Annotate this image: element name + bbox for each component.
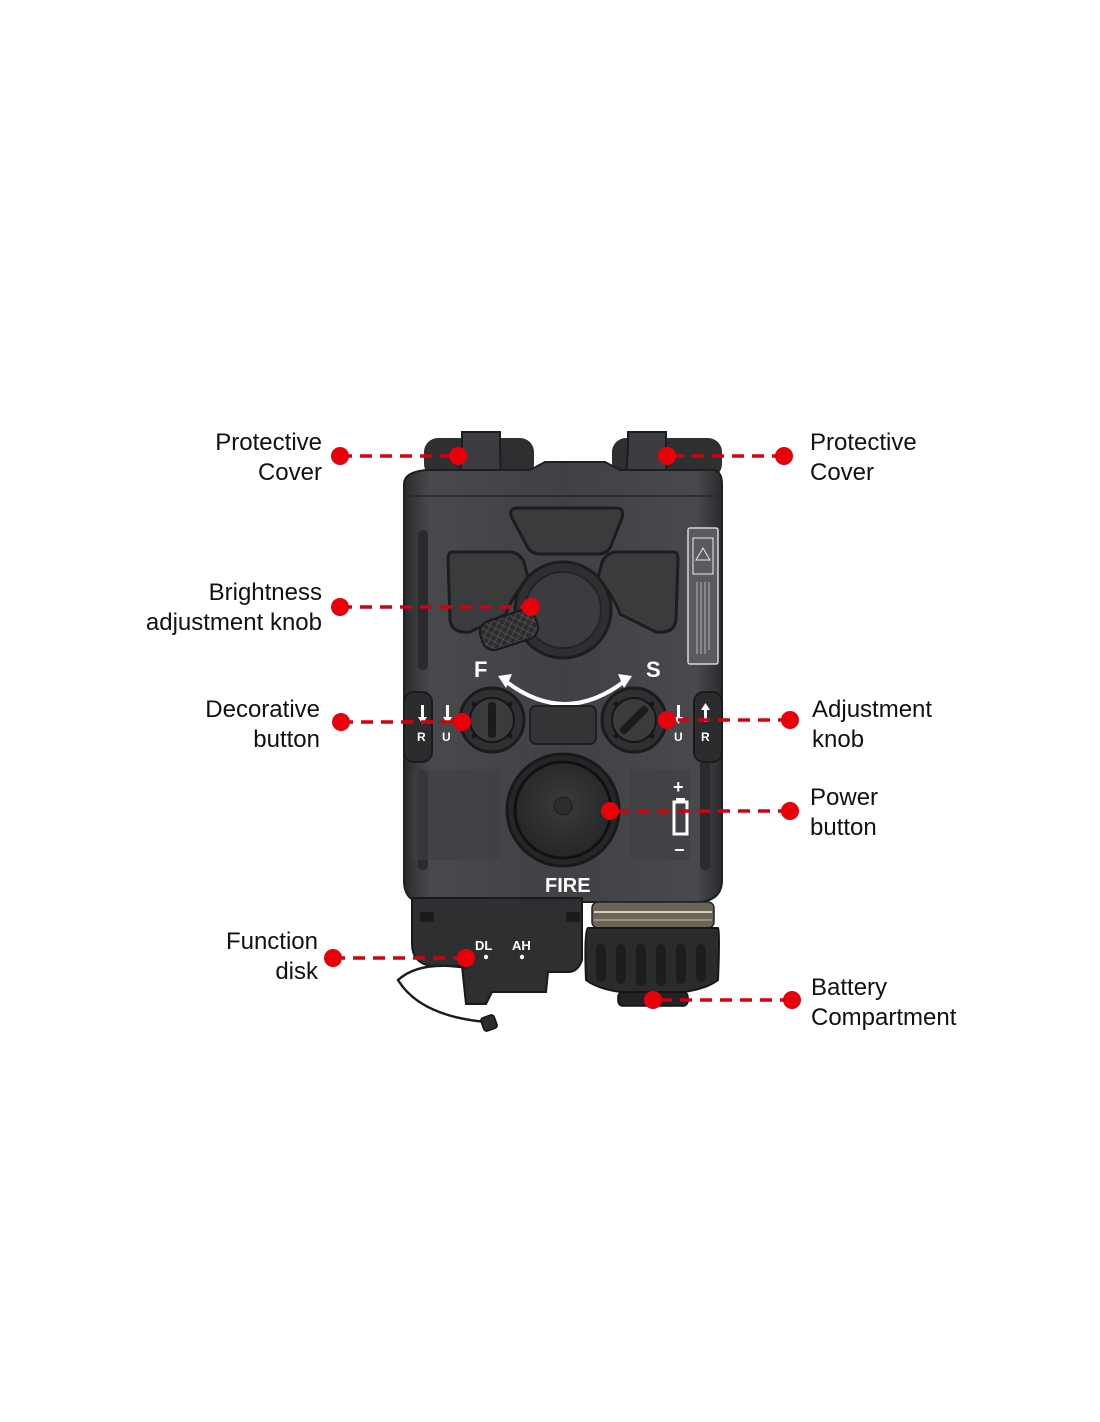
label-dot-protective-cover-right — [775, 447, 793, 465]
label-dot-battery-compartment — [783, 991, 801, 1009]
callout-line: Brightness — [208, 579, 322, 606]
left-u-marking: U — [442, 730, 451, 744]
fast-marking: F — [474, 657, 487, 682]
target-dot-protective-cover-right — [658, 447, 676, 465]
callout-label-protective-cover-left: Protective Cover — [215, 428, 322, 488]
callout-line: Adjustment — [812, 696, 933, 723]
battery-minus-marking: − — [674, 840, 685, 860]
adjustment-knob-part — [600, 686, 668, 754]
callout-label-decorative-button: Decorative button — [205, 695, 320, 755]
target-dot-battery-compartment — [644, 991, 662, 1009]
callout-line: button — [253, 726, 320, 753]
function-disk-part: DL AH — [396, 897, 583, 1032]
target-dot-decorative-button — [453, 713, 471, 731]
callout-line: Function — [225, 928, 318, 955]
target-dot-brightness-adjustment-knob — [522, 598, 540, 616]
callout-line: Battery — [811, 974, 888, 1001]
label-dot-protective-cover-left — [331, 447, 349, 465]
slow-marking: S — [646, 657, 661, 682]
callout-label-power-button: Power button — [810, 783, 878, 843]
callout-label-function-disk: Function disk — [226, 927, 318, 987]
callout-line: Cover — [810, 459, 875, 486]
decorative-button-part — [458, 686, 526, 754]
callout-line: Protective — [215, 429, 322, 456]
callout-line: Protective — [810, 429, 917, 456]
callout-line: button — [810, 814, 877, 841]
label-dot-decorative-button — [332, 713, 350, 731]
callout-leaders — [324, 447, 801, 1009]
callout-line: Compartment — [811, 1004, 957, 1031]
battery-plus-marking: + — [673, 777, 684, 797]
target-dot-power-button — [601, 802, 619, 820]
callout-line: Power — [810, 784, 879, 811]
label-dot-adjustment-knob — [781, 711, 799, 729]
ah-marking: AH — [512, 938, 531, 953]
callout-label-adjustment-knob: Adjustment knob — [812, 695, 932, 755]
label-dot-brightness-adjustment-knob — [331, 598, 349, 616]
right-r-marking: R — [701, 730, 710, 744]
target-dot-protective-cover-left — [449, 447, 467, 465]
warning-label-plate — [687, 527, 719, 665]
right-u-marking: U — [674, 730, 683, 744]
dl-marking: DL — [475, 938, 492, 953]
callout-line: knob — [812, 726, 865, 753]
callout-label-protective-cover-right: Protective Cover — [810, 428, 917, 488]
callout-line: Cover — [257, 459, 322, 486]
callout-label-battery-compartment: Battery Compartment — [811, 973, 956, 1033]
target-dot-adjustment-knob — [658, 711, 676, 729]
label-dot-function-disk — [324, 949, 342, 967]
callout-line: adjustment knob — [145, 609, 322, 636]
power-button-part — [505, 752, 621, 868]
left-r-marking: R — [417, 730, 426, 744]
callout-line: Decorative — [205, 696, 320, 723]
battery-level-marking: + − — [672, 777, 689, 860]
battery-compartment-part — [584, 901, 720, 1007]
label-dot-power-button — [781, 802, 799, 820]
callout-label-brightness-adjustment-knob: Brightness adjustment knob — [146, 578, 322, 638]
brightness-knob-part — [478, 560, 613, 660]
fire-marking: FIRE — [545, 875, 591, 897]
callout-line: disk — [275, 958, 318, 985]
target-dot-function-disk — [457, 949, 475, 967]
